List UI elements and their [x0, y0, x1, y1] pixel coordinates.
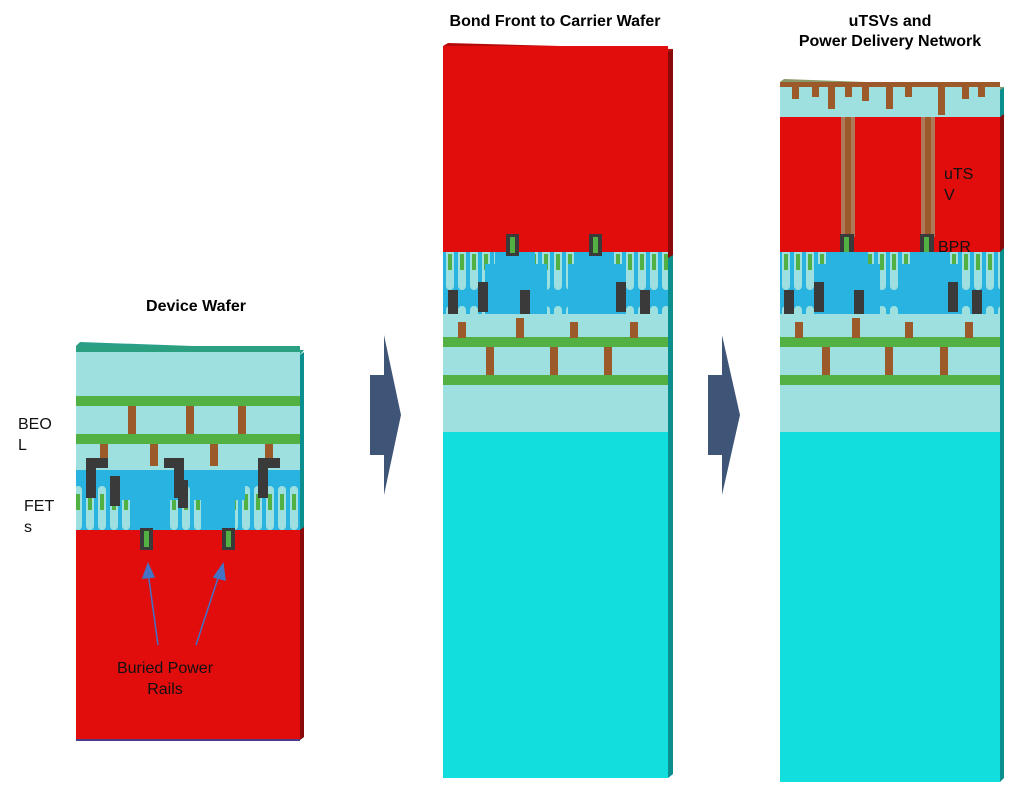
process-arrow-2 [708, 335, 740, 495]
beol-metal-line-1 [76, 396, 300, 406]
label-utsv: uTS V [944, 166, 974, 204]
beol-metal-final-1 [780, 337, 1000, 347]
bpr-pointer-arrows [141, 561, 226, 646]
label-bpr: BPR [938, 239, 971, 256]
label-buried-power-rails: Buried Power Rails [116, 660, 214, 698]
title-device-wafer: Device Wafer [146, 298, 246, 315]
utsv-pdn-block [780, 79, 1004, 782]
thinned-substrate [780, 117, 1000, 255]
carrier-bonding-layer [443, 46, 668, 256]
fet-layer-final [780, 252, 1000, 314]
beol-metal-flipped-2 [443, 375, 668, 385]
beol-metal-flipped-1 [443, 337, 668, 347]
device-substrate [76, 530, 300, 740]
device-wafer-block [76, 342, 304, 741]
bonded-wafer-block [443, 43, 673, 778]
process-arrow-1 [370, 335, 401, 495]
beol-metal-final-2 [780, 375, 1000, 385]
title-bond-front: Bond Front to Carrier Wafer [449, 13, 661, 30]
beol-metal-line-2 [76, 434, 300, 444]
label-fets: FET s [24, 498, 55, 536]
carrier-wafer-final [780, 432, 1000, 782]
title-utsv-pdn: uTSVs and Power Delivery Network [798, 13, 982, 50]
fet-layer-flipped [443, 252, 668, 314]
label-beol: BEO L [18, 416, 52, 454]
carrier-wafer [443, 432, 668, 778]
